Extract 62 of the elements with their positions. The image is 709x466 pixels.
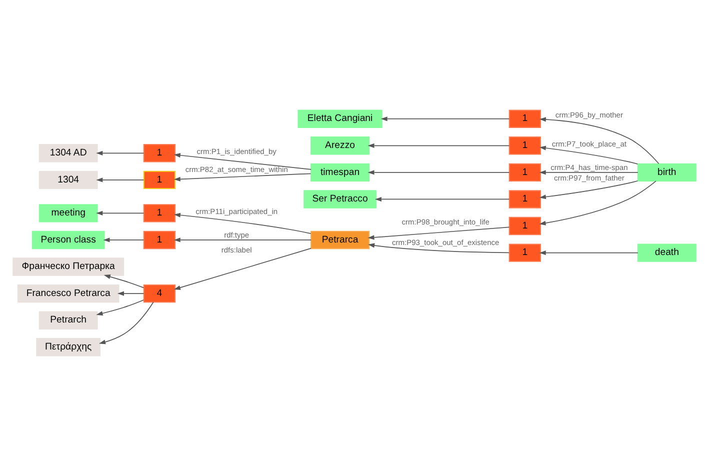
node-box: 1 [508,110,541,128]
node-box: Francesco Petrarca [17,284,120,303]
node-box: 1 [143,230,176,250]
node-box: 1 [508,163,541,182]
node-box: 1 [143,204,176,222]
arrow [174,238,312,242]
arrow [368,143,510,148]
node-box: death [637,244,696,262]
edge-label: crm:P82_at_some_time_within [185,165,288,174]
node-box: Πετράρχης [36,338,100,356]
node-box: Франческо Петрарка [12,258,124,276]
edge-label: crm:P11i_participated_in [196,206,278,216]
arrow [539,170,638,175]
node-box: 1 [143,170,176,190]
node-box: 4 [143,284,176,303]
arrow [96,150,144,156]
node-box: Petrarch [38,311,98,330]
arrow [96,300,144,316]
edge-label: crm:P1_is_identified_by [196,146,276,156]
node-box: 1 [508,136,541,155]
edge-label: rdf:type [224,230,250,240]
edge-label: crm:P98_brought_into_life [402,218,490,227]
arrow [98,302,154,344]
edge-label: crm:P93_took_out_of_existence [392,238,500,247]
node-box: meeting [38,204,98,222]
node-box: 1 [508,190,541,208]
edge-label: crm:P97_from_father [554,174,624,183]
arrow [368,243,510,254]
arrow [539,117,660,164]
arrow [539,180,638,200]
node-box: Eletta Cangiani [298,110,382,128]
arrow [174,212,312,234]
edge-label: crm:P7_took_place_at [552,139,627,148]
node-box: 1 [508,216,541,236]
arrow [380,116,510,122]
edge-label: crm:P4_has_time-span [550,162,628,172]
arrow [96,210,144,216]
arrow [96,178,144,182]
arrow [174,248,312,290]
node-box: Arezzo [310,136,370,155]
edge-label: rdfs:label [221,245,252,254]
arrow [539,180,656,226]
node-box: Ser Petracco [304,190,376,208]
arrow [368,226,510,240]
arrow [174,153,312,170]
arrow [104,274,144,288]
node-box: Person class [32,230,105,250]
node-box: 1 [508,244,541,262]
arrow [117,291,144,296]
arrow [539,250,638,256]
edge-label: crm:P96_by_mother [555,110,623,120]
arrow [174,173,312,182]
arrow [539,146,638,164]
arrow [374,196,510,202]
arrow [103,238,144,242]
node-box: 1304 [38,170,98,190]
node-box: 1 [143,144,176,162]
node-box: 1304 AD [38,144,98,162]
node-box: Petrarca [310,230,370,250]
node-box: birth [637,163,696,182]
node-box: timespan [310,163,370,182]
arrow [368,170,510,175]
